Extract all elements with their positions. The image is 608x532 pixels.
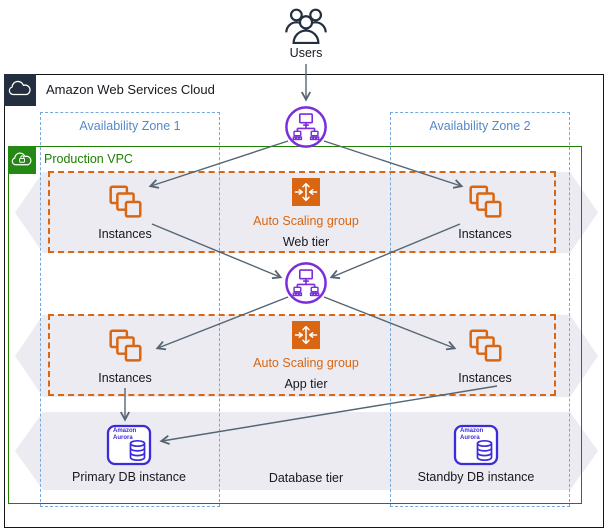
vpc-icon	[8, 146, 36, 174]
aws-cloud-container	[4, 74, 604, 528]
instances-icon	[104, 182, 146, 224]
auto-scaling-group-label: Auto Scaling group	[253, 356, 359, 370]
auto-scaling-group-icon	[292, 321, 320, 349]
instances-icon	[104, 326, 146, 368]
web-auto-scaling-group	[48, 171, 556, 253]
availability-zone-2-label: Availability Zone 2	[429, 119, 531, 133]
auto-scaling-group-label: Auto Scaling group	[253, 214, 359, 228]
aurora-brand-text: Amazon Aurora	[113, 428, 137, 441]
aws-cloud-label: Amazon Web Services Cloud	[46, 82, 215, 97]
instances-icon	[464, 326, 506, 368]
database-tier-label: Database tier	[268, 471, 344, 485]
elastic-load-balancer-icon	[284, 105, 328, 149]
users-icon	[285, 8, 327, 45]
aws-cloud-icon	[4, 74, 36, 106]
vpc-container	[8, 146, 582, 504]
auto-scaling-group-icon	[292, 178, 320, 206]
instances-label: Instances	[98, 371, 152, 385]
instances-label: Instances	[458, 371, 512, 385]
instances-icon	[464, 182, 506, 224]
primary-db-label: Primary DB instance	[72, 470, 186, 484]
standby-db-label: Standby DB instance	[417, 470, 535, 484]
instances-label: Instances	[98, 227, 152, 241]
web-tier-label: Web tier	[282, 235, 330, 249]
availability-zone-1-label: Availability Zone 1	[79, 119, 181, 133]
instances-label: Instances	[458, 227, 512, 241]
vpc-label: Production VPC	[44, 152, 133, 166]
elastic-load-balancer-icon	[284, 261, 328, 305]
app-tier-label: App tier	[284, 377, 328, 391]
aurora-standby-icon: Amazon Aurora	[453, 424, 499, 466]
users-label: Users	[289, 46, 323, 60]
aurora-primary-icon: Amazon Aurora	[106, 424, 152, 466]
aurora-brand-text: Amazon Aurora	[460, 428, 484, 441]
